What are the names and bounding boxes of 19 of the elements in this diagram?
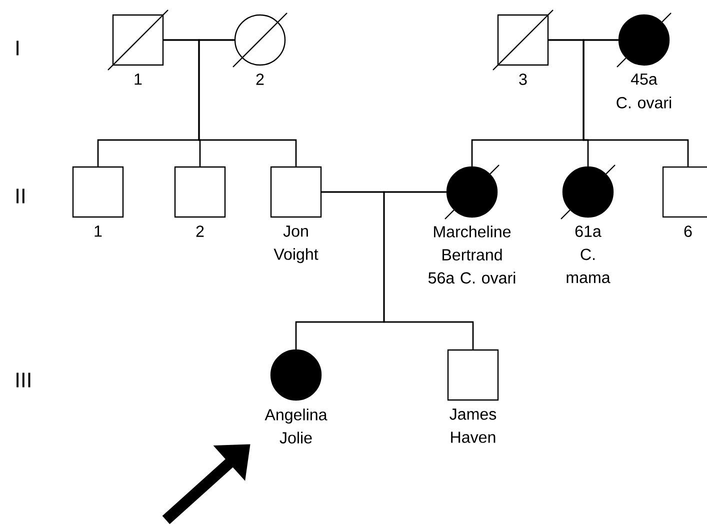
individual-label: 2	[196, 226, 204, 237]
generation-label: II	[16, 188, 24, 204]
individual-label: Angelina Jolie	[264, 408, 328, 444]
descent-line	[582, 39, 689, 166]
individual-label: C. ovari	[616, 96, 672, 108]
generation-label: III	[16, 372, 30, 388]
individual-label: James Haven	[450, 408, 496, 443]
individual-label: 1	[94, 226, 102, 237]
individual-label: Marcheline Bertrand 56a C. ovari	[428, 226, 516, 284]
individual-label: 61a C. mama	[566, 226, 610, 284]
descent-line	[198, 39, 297, 166]
individual-label: 6	[684, 226, 692, 237]
individual-label: 45a	[630, 74, 658, 85]
individual-label: 3	[519, 74, 527, 85]
individual-label: 2	[256, 74, 264, 85]
individual-label: 1	[134, 74, 142, 85]
descent-line	[383, 191, 474, 350]
generation-label: I	[16, 40, 18, 56]
individual-label: Jon Voight	[274, 226, 318, 264]
